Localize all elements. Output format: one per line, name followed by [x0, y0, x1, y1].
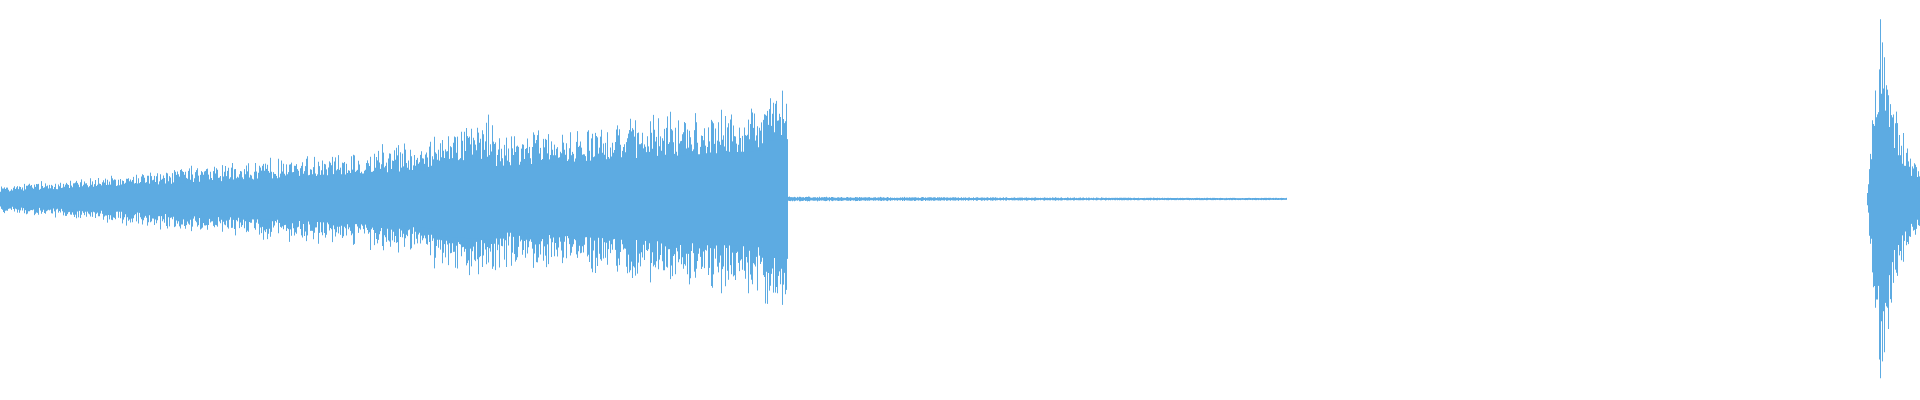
waveform-core — [0, 101, 1920, 297]
waveform-peaks — [0, 19, 1920, 379]
